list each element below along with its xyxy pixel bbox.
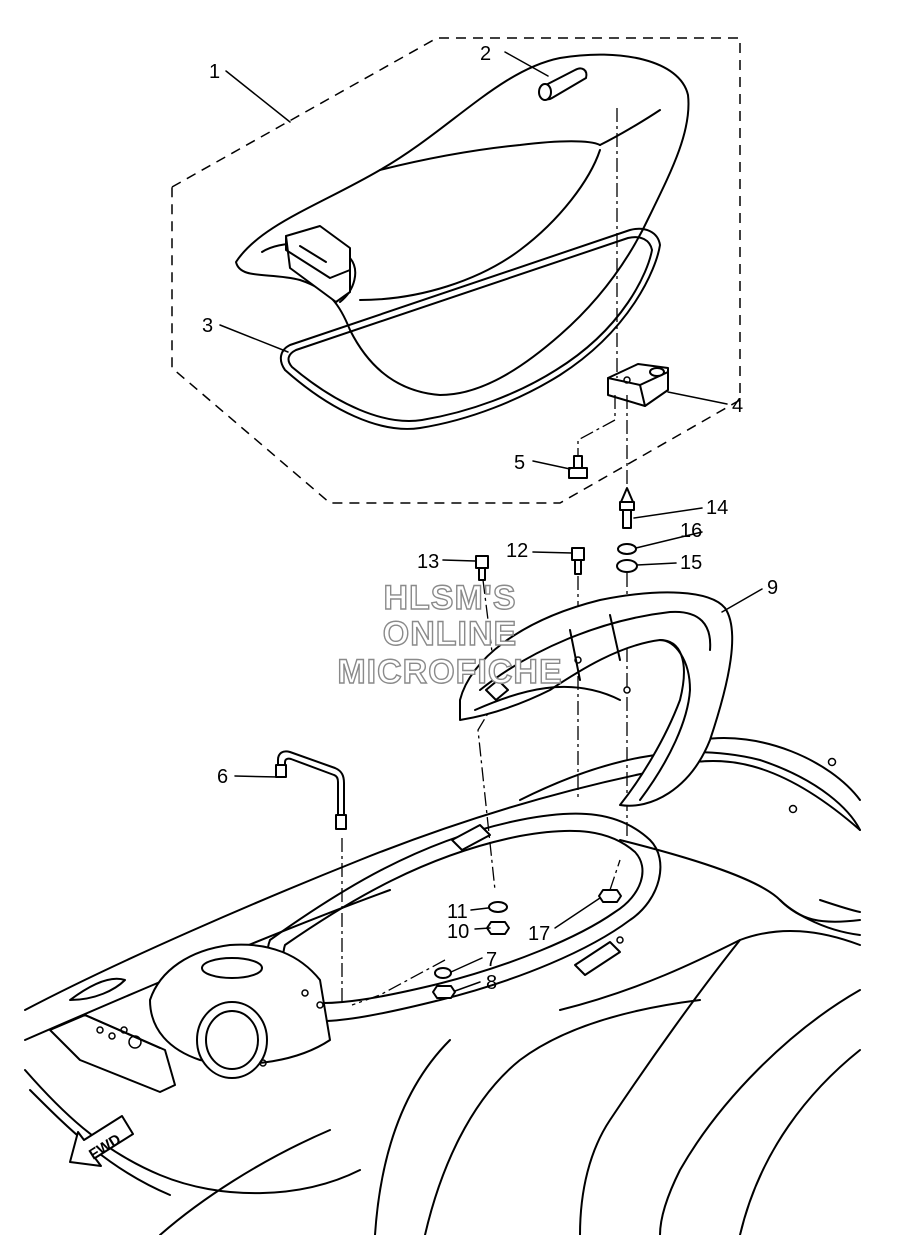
washer-16 — [617, 543, 637, 555]
washer-11 — [488, 901, 508, 913]
callout-9: 9 — [767, 577, 778, 599]
callout-4: 4 — [732, 395, 743, 417]
callout-3: 3 — [202, 315, 213, 337]
seat-assembly-boundary — [171, 37, 741, 504]
u-handle — [275, 750, 347, 830]
callout-5: 5 — [514, 452, 525, 474]
watermark-line-2: ONLINE — [383, 615, 517, 653]
nut-17 — [598, 889, 622, 903]
seat — [235, 53, 690, 396]
callout-11: 11 — [447, 901, 468, 923]
callout-16: 16 — [680, 520, 702, 542]
bolt-13 — [475, 555, 489, 581]
callout-10: 10 — [447, 921, 469, 943]
nut-8 — [432, 985, 456, 999]
callout-13: 13 — [417, 551, 439, 573]
hull-body — [24, 737, 861, 1235]
pin-14 — [619, 487, 635, 529]
callout-15: 15 — [680, 552, 702, 574]
callout-2: 2 — [480, 43, 491, 65]
seat-bracket — [607, 363, 669, 407]
watermark: HLSM'S ONLINE MICROFICHE — [337, 578, 563, 691]
washer-7 — [434, 967, 452, 979]
leader-lines — [219, 51, 763, 992]
watermark-line-3: MICROFICHE — [337, 653, 562, 691]
callout-14: 14 — [706, 497, 728, 519]
callouts: 1 2 3 4 5 6 7 8 9 10 11 12 13 14 15 16 1… — [202, 43, 778, 994]
seat-frame — [279, 227, 661, 430]
callout-1: 1 — [209, 61, 220, 83]
callout-6: 6 — [217, 766, 228, 788]
callout-17: 17 — [528, 923, 550, 945]
bolt-5 — [568, 455, 588, 479]
fwd-arrow: FWD — [69, 1115, 134, 1167]
washer-15 — [616, 559, 638, 573]
callout-12: 12 — [506, 540, 528, 562]
grip-handle — [538, 67, 588, 101]
bolt-12 — [571, 547, 585, 575]
callout-8: 8 — [486, 972, 497, 994]
rear-grab-rail — [459, 591, 734, 807]
watermark-line-1: HLSM'S — [383, 579, 516, 617]
callout-7: 7 — [486, 949, 497, 971]
